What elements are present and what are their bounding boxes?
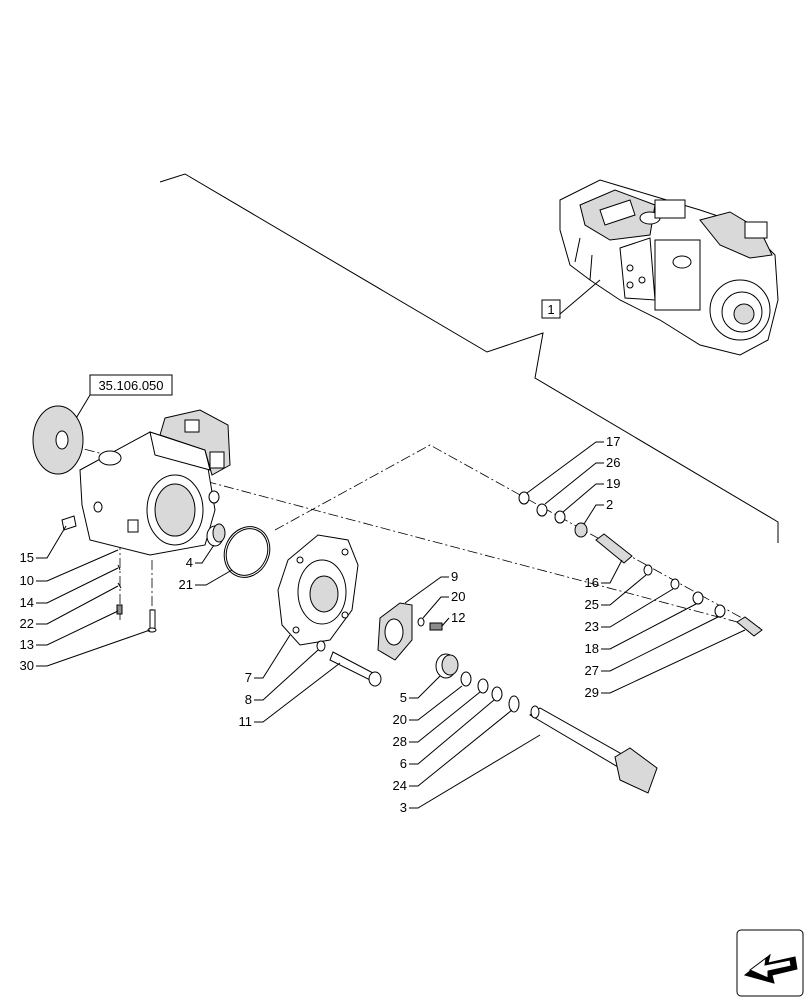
flange-part: [277, 534, 359, 646]
assembly-label: 1: [547, 302, 554, 317]
callout-3: 3: [400, 800, 407, 815]
callout-23: 23: [585, 619, 599, 634]
plug-part: [61, 515, 77, 531]
callout-26: 26: [606, 455, 620, 470]
assembly-callout: 1: [541, 279, 601, 319]
next-page-arrow-icon[interactable]: [736, 929, 804, 997]
callout-20-lower: 20: [393, 712, 407, 727]
callout-2: 2: [606, 497, 613, 512]
callout-7: 7: [245, 670, 252, 685]
callout-6: 6: [400, 756, 407, 771]
callout-12: 12: [451, 610, 465, 625]
bushing-part: [206, 523, 226, 547]
callouts-left: 15 10 14 22 13 30 4 21: [20, 525, 233, 673]
pump-housing-part: [79, 409, 231, 556]
small-fasteners: [116, 564, 157, 633]
callout-11: 11: [239, 714, 253, 729]
shaft-rings: [460, 671, 520, 713]
callout-15: 15: [20, 550, 34, 565]
swash-plate-part: [377, 602, 413, 661]
o-ring-part: [223, 526, 271, 578]
seal-disc-part: [32, 405, 84, 475]
bolt-part: [316, 640, 382, 687]
drive-shaft-part: [529, 705, 658, 794]
callout-27: 27: [585, 663, 599, 678]
reference-box: 35.106.050: [74, 374, 173, 421]
callout-13: 13: [20, 637, 34, 652]
callout-4: 4: [186, 555, 193, 570]
callout-9: 9: [451, 569, 458, 584]
assembly-bracket: [159, 173, 779, 543]
callout-10: 10: [20, 573, 34, 588]
callout-14: 14: [20, 595, 34, 610]
callout-29: 29: [585, 685, 599, 700]
callouts-center: 7 8 11 9 20 12 5 20 28 6 24 3: [239, 569, 541, 815]
callout-22: 22: [20, 616, 34, 631]
valve-components: [518, 491, 763, 637]
pump-assembly-illustration: [559, 179, 779, 356]
callout-17: 17: [606, 434, 620, 449]
callout-24: 24: [393, 778, 407, 793]
callout-28: 28: [393, 734, 407, 749]
callout-30: 30: [20, 658, 34, 673]
callout-16: 16: [585, 575, 599, 590]
callout-21: 21: [179, 577, 193, 592]
callout-5: 5: [400, 690, 407, 705]
reference-number: 35.106.050: [98, 378, 163, 393]
bearing-part: [435, 653, 459, 679]
callout-19: 19: [606, 476, 620, 491]
small-screws: [417, 617, 443, 631]
callout-25: 25: [585, 597, 599, 612]
callout-18: 18: [585, 641, 599, 656]
callout-8: 8: [245, 692, 252, 707]
callout-20-upper: 20: [451, 589, 465, 604]
callouts-right: 17 26 19 2 16 25 23 18 27 29: [526, 434, 746, 700]
